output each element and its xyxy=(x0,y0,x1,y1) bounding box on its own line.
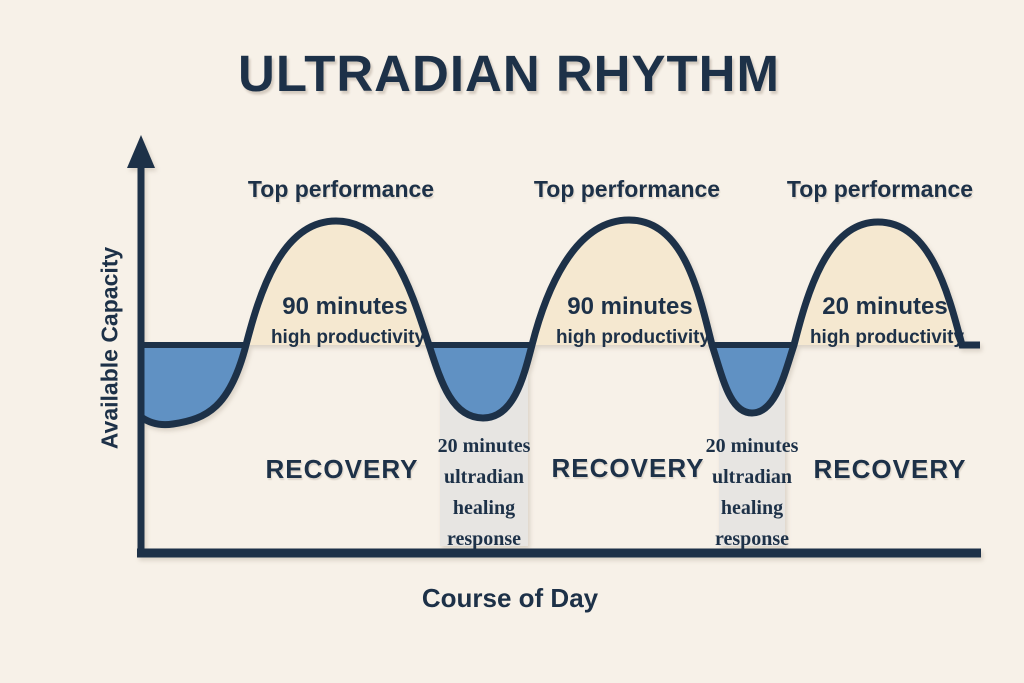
trough-note-line: healing xyxy=(452,497,516,519)
trough-note-line: healing xyxy=(720,497,784,519)
page-title: ULTRADIAN RHYTHM xyxy=(238,45,780,102)
peak-top-label-1: Top performance xyxy=(247,176,435,202)
trough-note-line: response xyxy=(714,528,790,550)
peak-fill-3 xyxy=(794,222,962,345)
x-axis-label: Course of Day xyxy=(421,583,599,613)
peak-caption-2: high productivity xyxy=(555,327,711,348)
y-axis-label: Available Capacity xyxy=(96,246,123,450)
recovery-label-1: RECOVERY xyxy=(265,454,419,484)
peak-duration-1: 90 minutes xyxy=(282,293,408,320)
trough-note-1: 20 minutes ultradian healing response xyxy=(438,431,531,555)
peak-caption-1: high productivity xyxy=(270,327,426,348)
peak-top-label-2: Top performance xyxy=(533,176,721,202)
peak-fill-1 xyxy=(246,221,429,345)
trough-note-2: 20 minutes ultradian healing response xyxy=(706,431,799,555)
recovery-label-3: RECOVERY xyxy=(813,454,967,484)
peak-duration-2: 90 minutes xyxy=(567,293,693,320)
wave-curve xyxy=(138,216,980,429)
peak-caption-3: high productivity xyxy=(809,327,965,348)
trough-note-line: 20 minutes xyxy=(437,435,531,457)
peak-duration-3: 20 minutes xyxy=(822,293,948,320)
trough-note-line: ultradian xyxy=(443,466,525,488)
trough-note-line: ultradian xyxy=(711,466,793,488)
recovery-label-2: RECOVERY xyxy=(551,453,705,483)
y-axis-arrowhead-icon xyxy=(127,135,155,168)
trough-fill-1 xyxy=(141,345,246,425)
peak-top-label-3: Top performance xyxy=(786,176,974,202)
trough-note-line: 20 minutes xyxy=(705,435,799,457)
trough-note-line: response xyxy=(446,528,522,550)
